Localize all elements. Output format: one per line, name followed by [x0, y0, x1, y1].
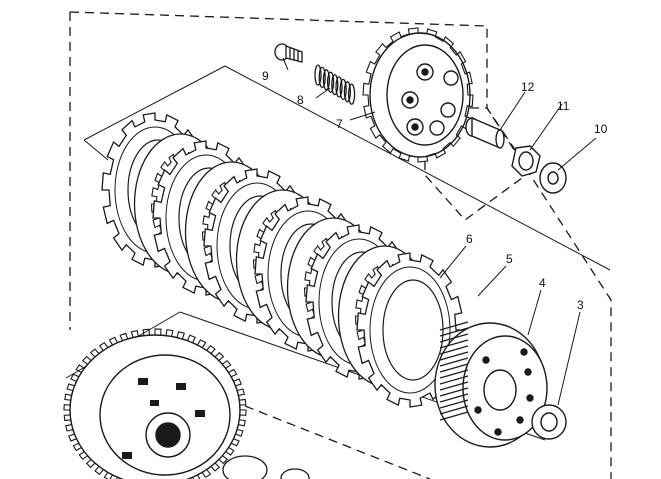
spring-coil — [347, 83, 356, 105]
clutch-boss — [434, 322, 548, 448]
clutch-spring — [314, 64, 356, 105]
boss-spline — [439, 357, 469, 367]
spring-coil — [314, 64, 322, 86]
spring-coil — [326, 71, 335, 93]
callout-12: 12 — [521, 80, 535, 94]
housing-dampers — [122, 378, 205, 459]
spring-coil — [322, 69, 331, 91]
pressure-plate-tooth-ring — [362, 27, 474, 163]
clutch-spring-bolt — [274, 43, 303, 63]
push-rod — [465, 116, 505, 150]
callout-7: 7 — [336, 117, 343, 131]
boss-spline — [439, 369, 469, 379]
boss-spline — [439, 405, 469, 415]
boss-spline — [439, 333, 469, 343]
clutch-boss-splines — [439, 321, 469, 421]
housing-tooth-ring — [63, 328, 247, 479]
nut — [511, 145, 541, 177]
spring-coil — [318, 66, 326, 89]
spring-coil — [339, 78, 347, 101]
lower-frame — [244, 405, 431, 479]
dashed-group-frames — [69, 11, 612, 479]
callout-6: 6 — [466, 232, 473, 246]
callout-8: 8 — [297, 93, 304, 107]
boss-spline — [439, 339, 469, 349]
boss-spline — [439, 381, 469, 391]
callout-9: 9 — [262, 69, 269, 83]
callout-4: 4 — [539, 276, 546, 290]
boss-spline — [439, 345, 469, 355]
clutch-housing-teeth — [63, 328, 247, 479]
spring-coil — [335, 76, 343, 98]
callout-labels: 9 8 7 12 11 10 6 5 4 3 — [262, 69, 608, 312]
boss-spline — [439, 351, 469, 361]
spring-coil — [331, 73, 339, 96]
callout-10: 10 — [594, 122, 608, 136]
callout-3: 3 — [577, 298, 584, 312]
boss-spline — [439, 393, 469, 403]
boss-spline — [439, 375, 469, 385]
secondary-gear — [222, 455, 310, 479]
boss-spline — [439, 387, 469, 397]
callout-11: 11 — [557, 99, 570, 113]
washer — [539, 162, 567, 194]
boss-spline — [439, 321, 469, 331]
pressure-plate-teeth — [362, 27, 474, 163]
leader-lines — [282, 57, 597, 406]
spring-coil — [343, 81, 352, 103]
callout-5: 5 — [506, 252, 513, 266]
clutch-plate-stack — [101, 112, 464, 408]
boss-spline — [439, 363, 469, 373]
boss-spline — [439, 411, 469, 421]
boss-spline — [439, 399, 469, 409]
pressure-group-frame — [424, 107, 531, 221]
pressure-plate — [369, 32, 471, 158]
thrust-washer — [531, 404, 567, 440]
boss-spline — [439, 327, 469, 337]
